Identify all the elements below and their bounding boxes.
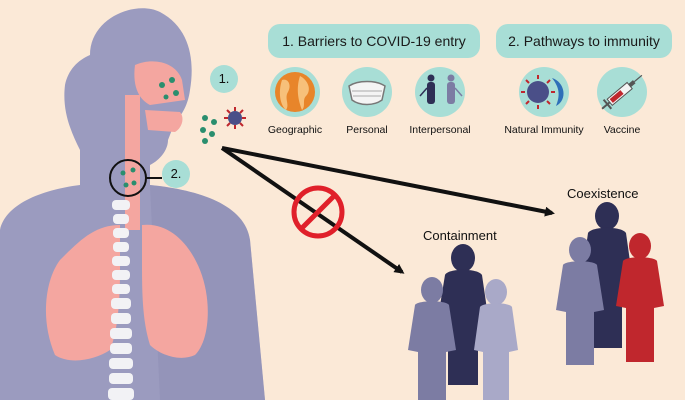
- person-mid: [408, 277, 456, 400]
- caption-geographic: Geographic: [267, 124, 323, 136]
- syringe-icon: [597, 67, 647, 117]
- virus-antibody-icon: [519, 67, 569, 117]
- containment-label: Containment: [423, 228, 497, 243]
- arrow-to-coexistence: [221, 146, 555, 217]
- marker-one: 1.: [210, 65, 238, 93]
- throat-highlight: [109, 159, 162, 197]
- globe-icon: [270, 67, 320, 117]
- containment-people: [408, 244, 518, 400]
- barriers-title: 1. Barriers to COVID-19 entry: [268, 24, 480, 58]
- droplets: [200, 115, 217, 144]
- coexistence-label: Coexistence: [567, 186, 639, 201]
- virus-icon: [224, 107, 246, 129]
- caption-natural-immunity: Natural Immunity: [504, 124, 584, 136]
- marker-two: 2.: [162, 160, 190, 188]
- prohibited-icon: [291, 185, 345, 239]
- person-light: [474, 279, 518, 400]
- arrow-to-containment: [220, 146, 405, 274]
- person-red: [616, 233, 664, 362]
- airway-lungs: [45, 61, 208, 361]
- face-mask-icon: [342, 67, 392, 117]
- caption-interpersonal: Interpersonal: [409, 124, 471, 136]
- person-dark: [436, 244, 490, 385]
- people-distancing-icon: [415, 67, 465, 117]
- person-mid: [556, 237, 604, 365]
- arrows: [220, 146, 555, 274]
- caption-vaccine: Vaccine: [603, 124, 641, 136]
- spine: [108, 200, 134, 400]
- caption-personal: Personal: [346, 124, 388, 136]
- immunity-title: 2. Pathways to immunity: [496, 24, 672, 58]
- coexistence-people: [556, 202, 664, 365]
